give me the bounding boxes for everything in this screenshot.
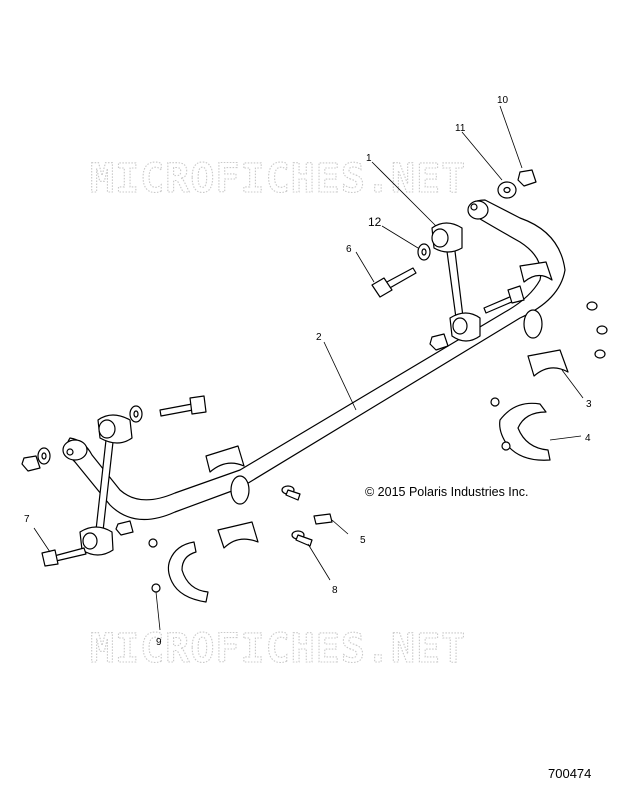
bolt-upper-right <box>483 285 525 314</box>
bushing-middle-upper <box>205 445 245 473</box>
callout-7: 7 <box>24 514 30 525</box>
nut-far-left <box>21 455 41 472</box>
bushing-part-3-upper <box>519 261 553 283</box>
bushing-part-3 <box>527 349 569 377</box>
nut-right-link <box>429 333 449 351</box>
nut-part-10 <box>517 169 537 187</box>
callout-6: 6 <box>346 244 352 255</box>
washer-far-left <box>37 447 51 465</box>
bolt-part-7 <box>41 547 87 567</box>
washer-part-12 <box>417 243 431 261</box>
clamp-left <box>148 538 209 603</box>
left-stabilizer-link <box>79 414 133 556</box>
callout-11: 11 <box>455 123 466 134</box>
bushing-middle-lower <box>217 521 259 549</box>
nut-left-link <box>115 520 134 536</box>
bolt-middle-left <box>159 395 207 417</box>
pin-part-8 <box>291 530 313 547</box>
screw-part-5 <box>313 513 333 525</box>
pin-middle <box>281 485 301 501</box>
sway-bar <box>62 199 566 521</box>
callout-5: 5 <box>360 535 366 546</box>
washer-part-11 <box>497 181 517 199</box>
leader-lines <box>33 105 584 631</box>
callout-9: 9 <box>156 637 162 648</box>
callout-2: 2 <box>316 332 322 343</box>
document-number: 700474 <box>548 766 591 781</box>
callout-12: 12 <box>368 215 382 229</box>
bolt-part-6 <box>371 267 417 298</box>
copyright-notice: © 2015 Polaris Industries Inc. <box>365 485 528 499</box>
clamp-part-4 <box>490 397 551 461</box>
callout-10: 10 <box>497 95 509 106</box>
callout-8: 8 <box>332 585 338 596</box>
callout-4: 4 <box>585 433 591 444</box>
right-stabilizer-link <box>431 222 481 342</box>
washer-left <box>129 405 143 423</box>
pins-right <box>586 301 608 359</box>
callout-3: 3 <box>586 399 592 410</box>
callout-1: 1 <box>366 153 372 164</box>
watermark-bottom: MICROFICHES.NET <box>90 626 466 672</box>
watermark-top: MICROFICHES.NET <box>90 156 466 202</box>
